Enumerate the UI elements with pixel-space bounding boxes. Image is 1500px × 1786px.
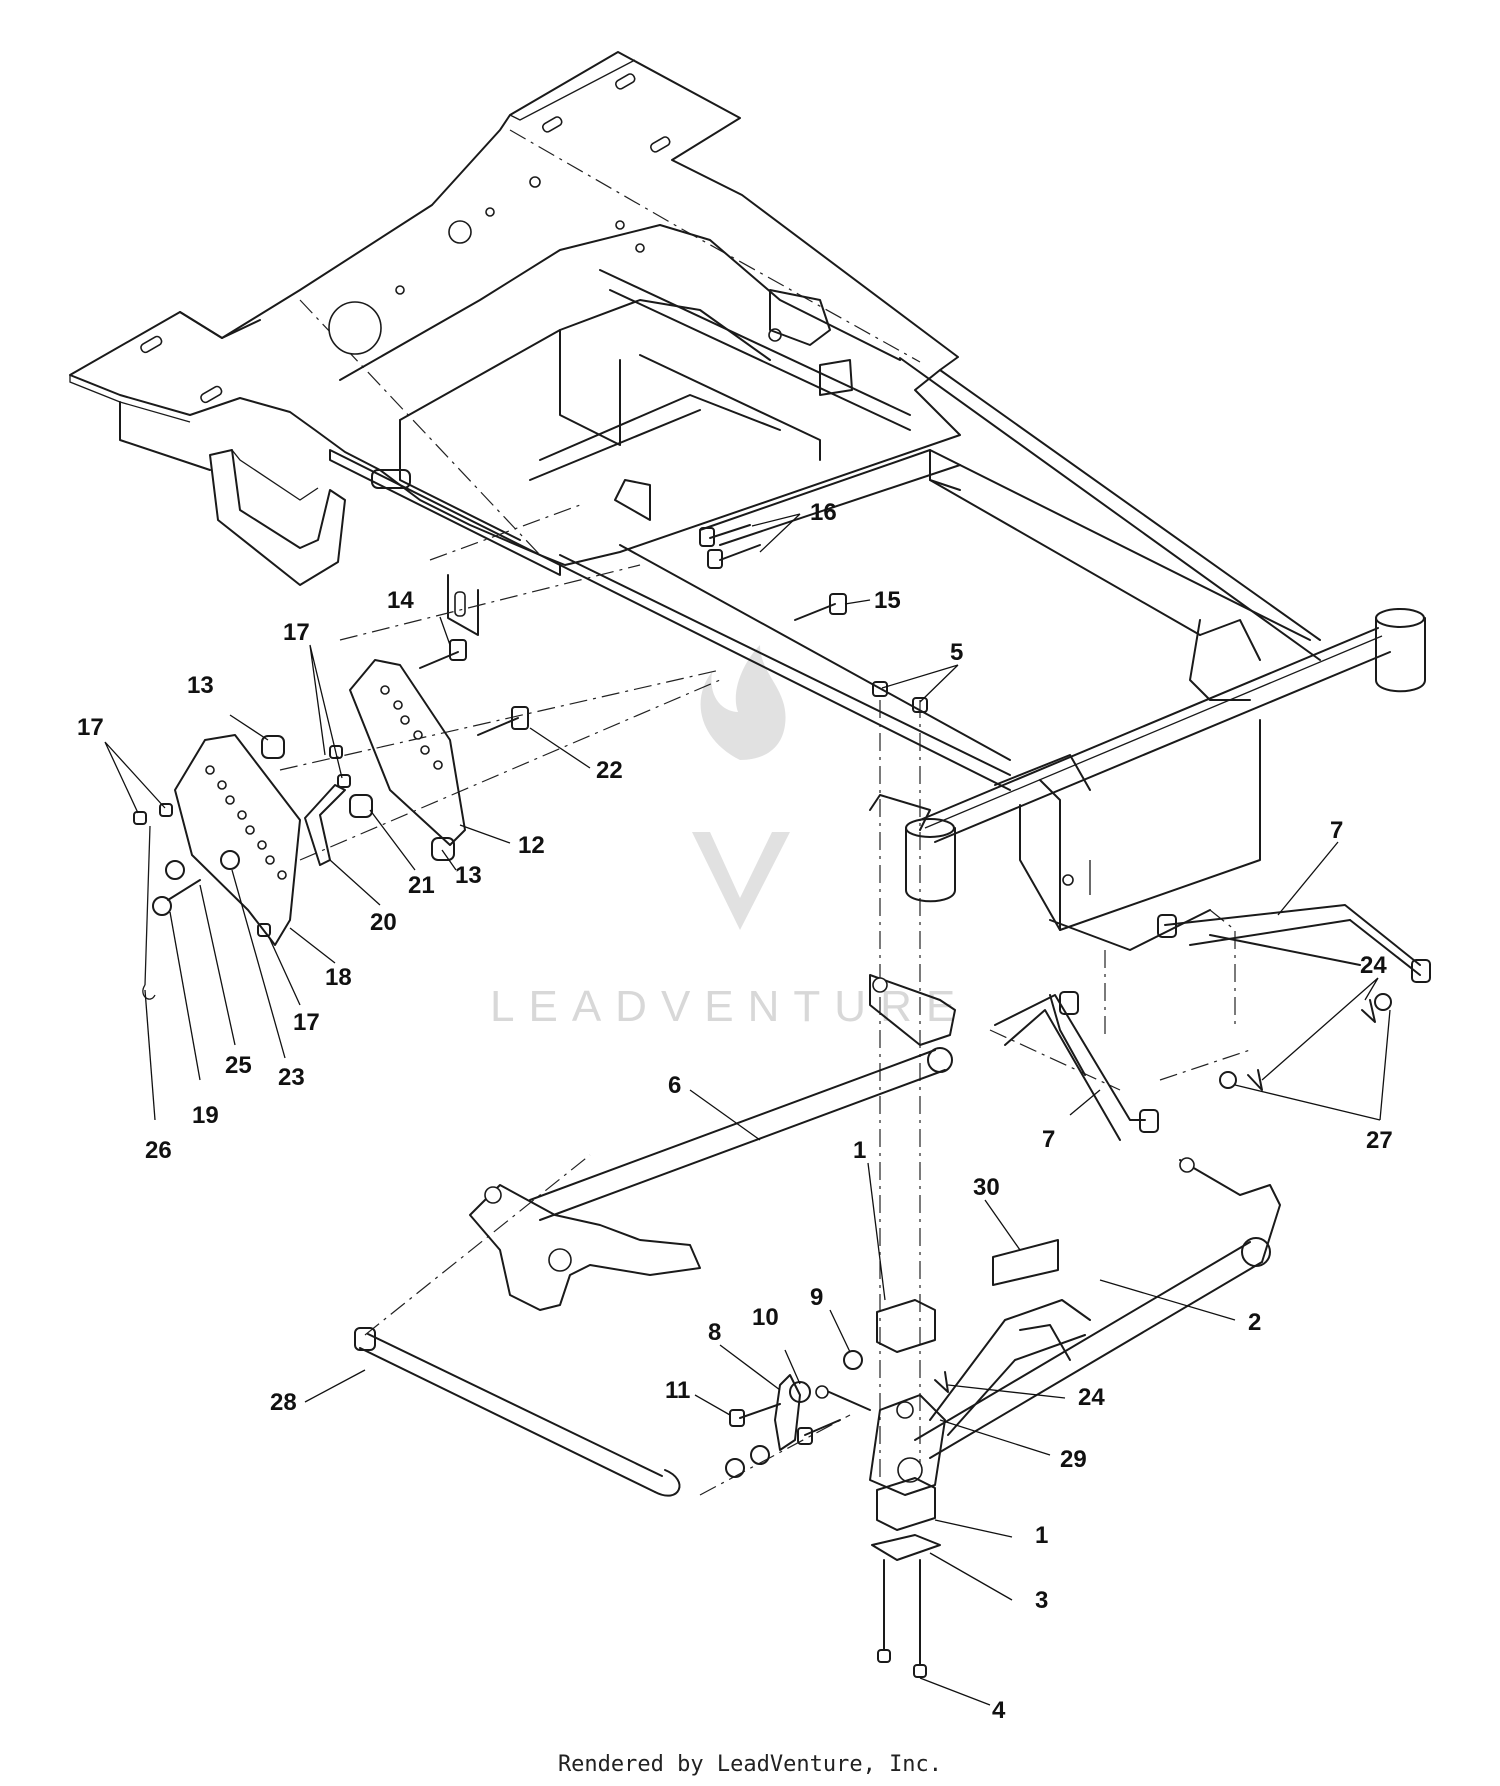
callout-1-upper: 1 — [853, 1137, 866, 1164]
callout-17-lower: 17 — [293, 1009, 320, 1036]
callout-15: 15 — [874, 587, 901, 614]
callout-2: 2 — [1248, 1309, 1261, 1336]
callout-23: 23 — [278, 1064, 305, 1091]
callout-26: 26 — [145, 1137, 172, 1164]
callout-13-upper: 13 — [187, 672, 214, 699]
callout-29: 29 — [1060, 1446, 1087, 1473]
footer-credit: Rendered by LeadVenture, Inc. — [557, 1752, 943, 1777]
assembly-lines — [279, 504, 1251, 1496]
plate-holes — [205, 685, 443, 880]
callout-7-upper: 7 — [1330, 817, 1343, 844]
callout-11: 11 — [665, 1377, 690, 1404]
callout-labels: 16 15 14 17 13 17 5 22 12 13 21 20 18 17… — [77, 499, 1393, 1724]
main-frame — [69, 51, 1426, 1035]
callout-13-lower: 13 — [455, 862, 482, 889]
callout-10: 10 — [752, 1304, 779, 1331]
callout-14: 14 — [387, 587, 414, 614]
callout-21: 21 — [408, 872, 435, 899]
leadventure-watermark: LEADVENTURE — [490, 645, 969, 1031]
callout-27: 27 — [1366, 1127, 1393, 1154]
callout-19: 19 — [192, 1102, 219, 1129]
adjust-plates — [174, 659, 466, 946]
callout-leaders — [104, 513, 1391, 1706]
callout-1-lower: 1 — [1035, 1522, 1048, 1549]
hardware — [133, 524, 928, 1000]
callout-8: 8 — [708, 1319, 721, 1346]
callout-20: 20 — [370, 909, 397, 936]
callout-6: 6 — [668, 1072, 681, 1099]
callout-25: 25 — [225, 1052, 252, 1079]
callout-7-lower: 7 — [1042, 1126, 1055, 1153]
callout-3: 3 — [1035, 1587, 1048, 1614]
callout-17-upper: 17 — [283, 619, 310, 646]
callout-30: 30 — [973, 1174, 1000, 1201]
callout-18: 18 — [325, 964, 352, 991]
callout-28: 28 — [270, 1389, 297, 1416]
callout-17-left: 17 — [77, 714, 104, 741]
callout-24-upper: 24 — [1360, 952, 1387, 979]
callout-5: 5 — [950, 639, 963, 666]
callout-16: 16 — [810, 499, 837, 526]
callout-12: 12 — [518, 832, 545, 859]
callout-24-lower: 24 — [1078, 1384, 1105, 1411]
callout-4: 4 — [992, 1697, 1006, 1724]
callout-22: 22 — [596, 757, 623, 784]
linkage-parts — [354, 904, 1431, 1678]
watermark-brand-text: LEADVENTURE — [490, 982, 969, 1031]
flame-logo-icon — [692, 645, 790, 930]
callout-9: 9 — [810, 1284, 823, 1311]
